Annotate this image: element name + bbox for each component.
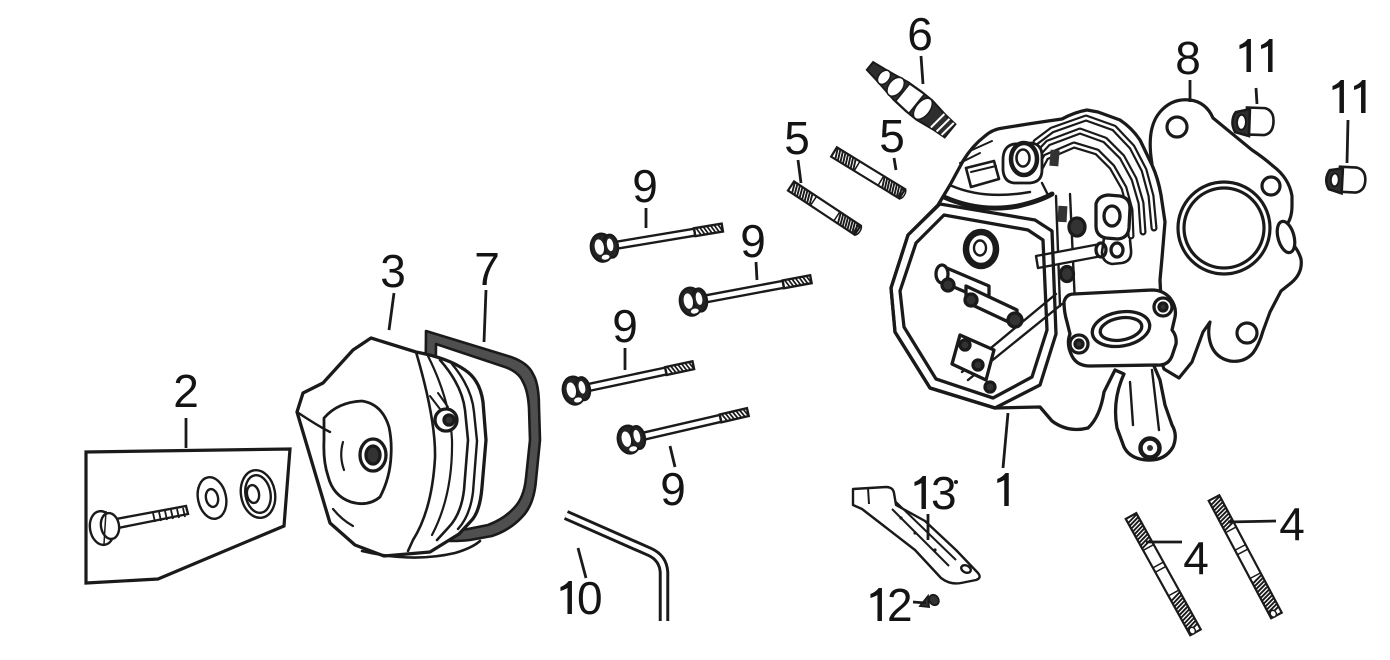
svg-text:9: 9 bbox=[660, 463, 686, 515]
svg-text:3: 3 bbox=[931, 467, 957, 519]
svg-text:7: 7 bbox=[474, 243, 500, 295]
svg-text:9: 9 bbox=[740, 215, 766, 267]
svg-text:6: 6 bbox=[907, 8, 933, 60]
svg-text:5: 5 bbox=[784, 112, 810, 164]
svg-text:9: 9 bbox=[612, 300, 638, 352]
svg-text:3: 3 bbox=[380, 245, 406, 297]
svg-text:2: 2 bbox=[173, 365, 199, 417]
svg-text:5: 5 bbox=[879, 110, 905, 162]
svg-text:2: 2 bbox=[887, 579, 913, 631]
svg-text:9: 9 bbox=[632, 160, 658, 212]
svg-text:0: 0 bbox=[577, 572, 603, 624]
svg-text:4: 4 bbox=[1183, 532, 1209, 584]
svg-text:8: 8 bbox=[1175, 32, 1201, 84]
svg-text:4: 4 bbox=[1279, 498, 1305, 550]
